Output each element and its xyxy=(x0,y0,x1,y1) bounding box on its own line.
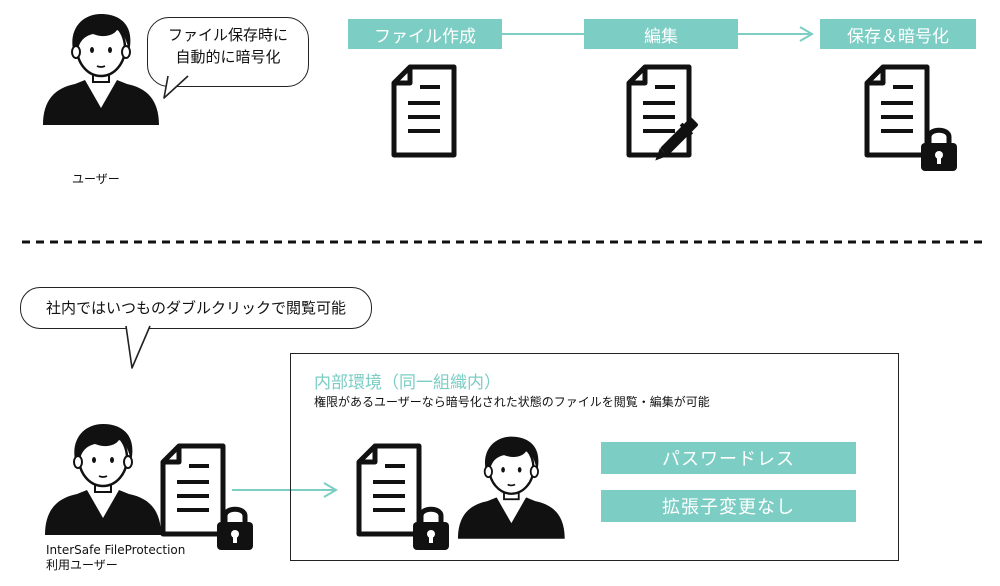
feature-no-extension-change: 拡張子変更なし xyxy=(601,490,856,522)
internal-environment-box xyxy=(290,353,899,561)
user-label-bottom: InterSafe FileProtection 利用ユーザー xyxy=(46,543,185,573)
box-description: 権限があるユーザーなら暗号化された状態のファイルを閲覧・編集が可能 xyxy=(314,395,710,409)
document-icon xyxy=(394,67,454,155)
document-encrypted-icon-inside xyxy=(359,446,459,556)
box-title: 内部環境（同一組織内） xyxy=(314,373,501,393)
pen-icon xyxy=(655,117,698,161)
bubble-line-2: 自動的に暗号化 xyxy=(175,48,281,66)
bubble-tail-top xyxy=(163,72,189,99)
speech-bubble-bottom: 社内ではいつものダブルクリックで閲覧可能 xyxy=(20,287,372,329)
user-label-top: ユーザー xyxy=(72,172,120,186)
section-divider xyxy=(22,240,982,244)
feature-passwordless: パスワードレス xyxy=(601,442,856,474)
user-avatar-bottom xyxy=(43,422,163,537)
user-avatar-top xyxy=(41,12,161,127)
step-create: ファイル作成 xyxy=(348,19,502,49)
open-arrow xyxy=(232,482,338,498)
user-label-role: 利用ユーザー xyxy=(46,558,118,572)
step-edit: 編集 xyxy=(584,19,738,49)
user-avatar-inside xyxy=(456,435,566,540)
bubble-line-1: ファイル保存時に xyxy=(167,26,288,44)
document-encrypted-icon xyxy=(867,67,967,177)
step-save-encrypt: 保存＆暗号化 xyxy=(820,19,976,49)
user-label-product: InterSafe FileProtection xyxy=(46,543,186,557)
document-encrypted-icon-left xyxy=(163,446,263,556)
bubble-tail-bottom xyxy=(125,322,151,369)
document-edit-icon xyxy=(629,67,698,161)
